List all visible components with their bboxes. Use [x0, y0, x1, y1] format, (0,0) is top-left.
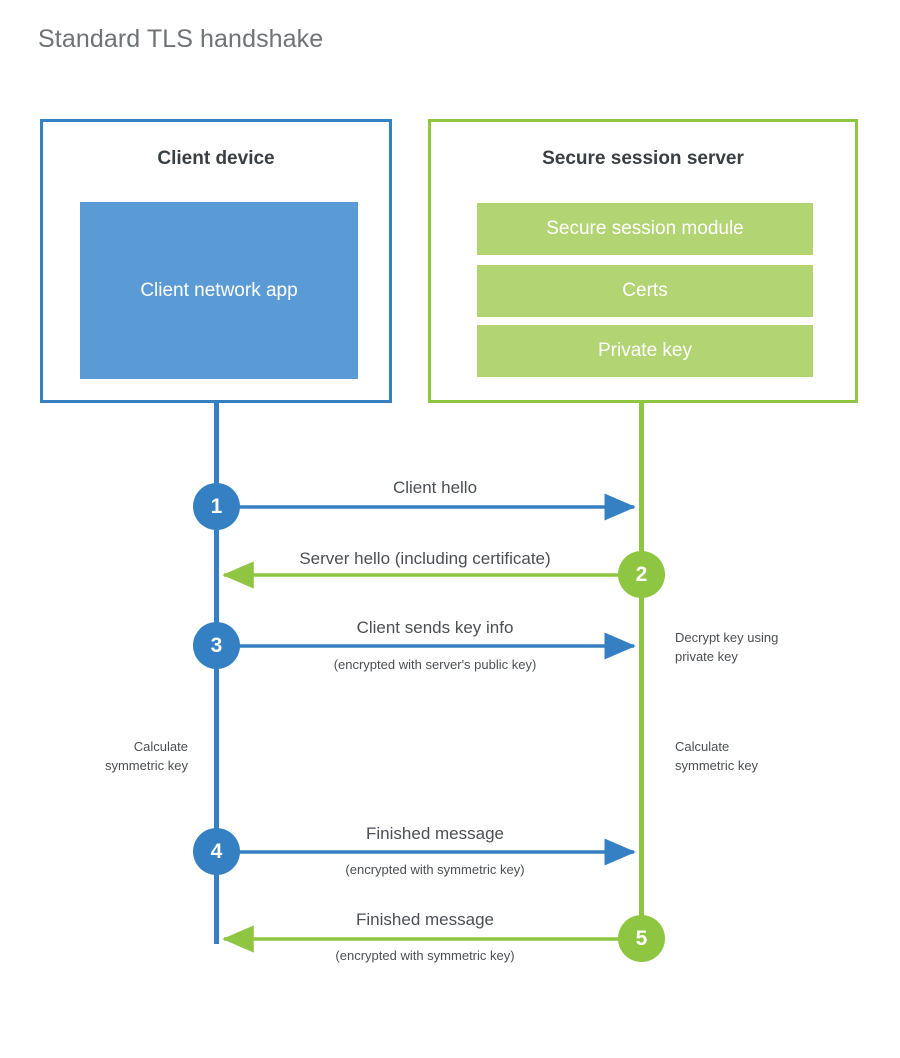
- page-title: Standard TLS handshake: [38, 25, 324, 53]
- step-badge-2[interactable]: 2: [618, 551, 665, 598]
- message-sublabel-5: (encrypted with symmetric key): [335, 948, 515, 963]
- step-number-5: 5: [635, 926, 648, 950]
- server-component-secure-session-module: Secure session module: [477, 203, 813, 255]
- message-sublabel-3: (encrypted with server's public key): [333, 657, 537, 672]
- message-label-3: Client sends key info: [356, 618, 514, 637]
- step-badge-1[interactable]: 1: [193, 483, 240, 530]
- message-sublabel-4: (encrypted with symmetric key): [345, 862, 525, 877]
- secure-session-server-box: Secure session server Secure session mod…: [428, 119, 858, 403]
- message-label-2: Server hello (including certificate): [299, 549, 551, 568]
- step-number-2: 2: [635, 562, 648, 586]
- client-device-title: Client device: [157, 148, 275, 169]
- secure-session-server-title: Secure session server: [542, 148, 744, 169]
- step-number-4: 4: [210, 839, 223, 863]
- server-component-private-key: Private key: [477, 325, 813, 377]
- client-network-app-block: Client network app: [80, 202, 358, 379]
- message-label-1: Client hello: [392, 478, 478, 497]
- step-number-3: 3: [210, 633, 223, 657]
- server-component-certs: Certs: [477, 265, 813, 317]
- message-label-5: Finished message: [356, 910, 494, 929]
- step-badge-3[interactable]: 3: [193, 622, 240, 669]
- step-number-1: 1: [210, 494, 223, 518]
- step-badge-4[interactable]: 4: [193, 828, 240, 875]
- client-device-box: Client device Client network app: [40, 119, 392, 403]
- message-label-4: Finished message: [366, 824, 504, 843]
- step-badge-5[interactable]: 5: [618, 915, 665, 962]
